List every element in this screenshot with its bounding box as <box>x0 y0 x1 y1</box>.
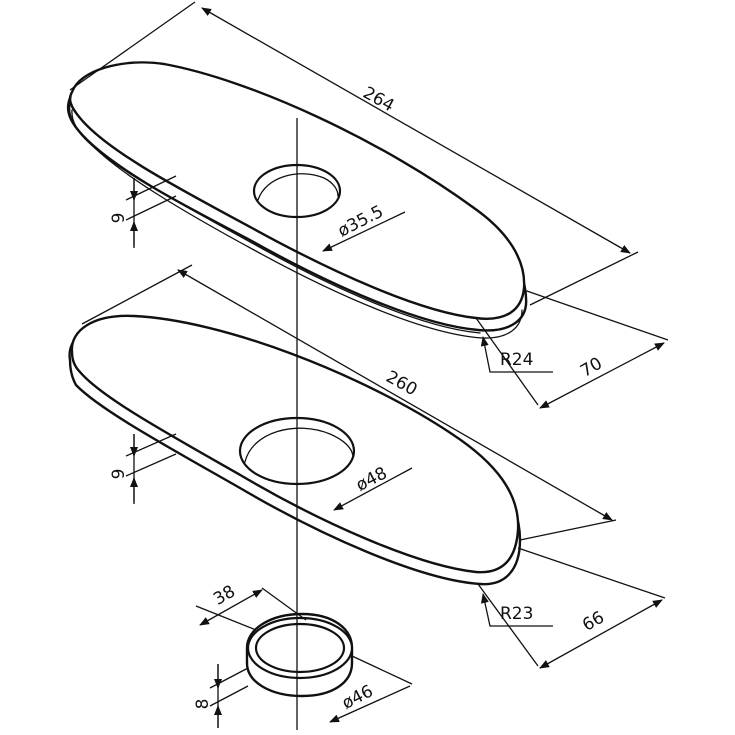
bottom-radius-callout: R23 <box>481 593 553 627</box>
bottom-thickness-label: 9 <box>109 469 129 480</box>
top-width-label: 70 <box>577 354 606 382</box>
ring-height-label: 8 <box>193 699 213 710</box>
top-thickness-label: 9 <box>109 213 129 224</box>
top-length-label: 264 <box>359 83 397 116</box>
ring-height-dimension: 8 <box>193 664 249 728</box>
bottom-thickness-dimension: 9 <box>109 433 177 504</box>
bottom-radius-label: R23 <box>500 604 533 624</box>
ring <box>245 612 354 698</box>
bottom-width-label: 66 <box>579 608 608 636</box>
top-radius-label: R24 <box>500 350 533 370</box>
bottom-plate <box>68 314 522 586</box>
top-thickness-dimension: 9 <box>109 175 177 248</box>
